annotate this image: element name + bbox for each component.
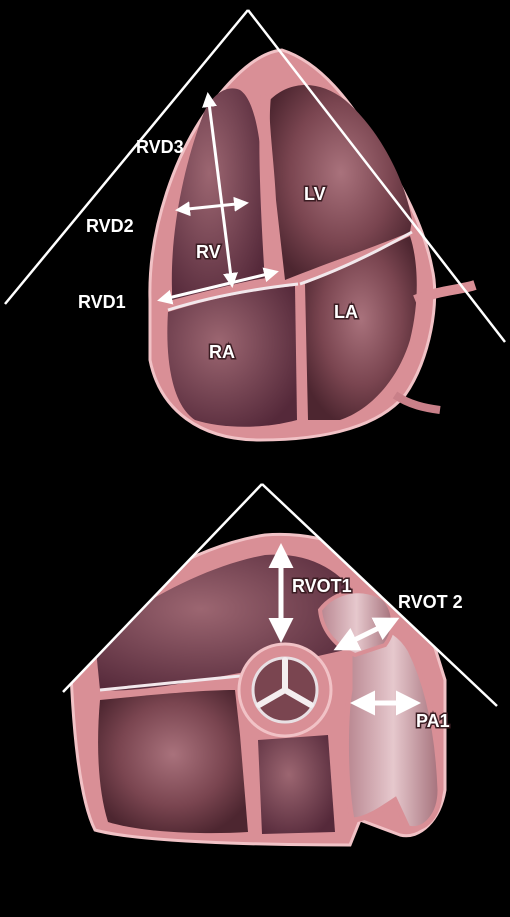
label-rvd1: RVD1	[78, 292, 126, 312]
label-lv: LV	[304, 184, 326, 204]
label-la: LA	[334, 302, 358, 322]
interventricular-septum	[264, 95, 270, 282]
lower-septum	[250, 735, 255, 836]
label-rvd2: RVD2	[86, 216, 134, 236]
pulmonary-vein-2	[395, 395, 440, 410]
interatrial-septum	[300, 284, 302, 425]
bottom-rvot-view	[70, 534, 445, 845]
label-rvot2: RVOT 2	[398, 592, 463, 612]
lower-left-chamber	[98, 690, 248, 833]
rv-chamber	[172, 88, 266, 300]
label-pa1: PA1	[416, 711, 450, 731]
label-rv: RV	[196, 242, 221, 262]
label-rvd3: RVD3	[136, 137, 184, 157]
label-rvot1: RVOT1	[292, 576, 352, 596]
label-ra: RA	[209, 342, 235, 362]
lower-middle-chamber	[258, 735, 335, 834]
